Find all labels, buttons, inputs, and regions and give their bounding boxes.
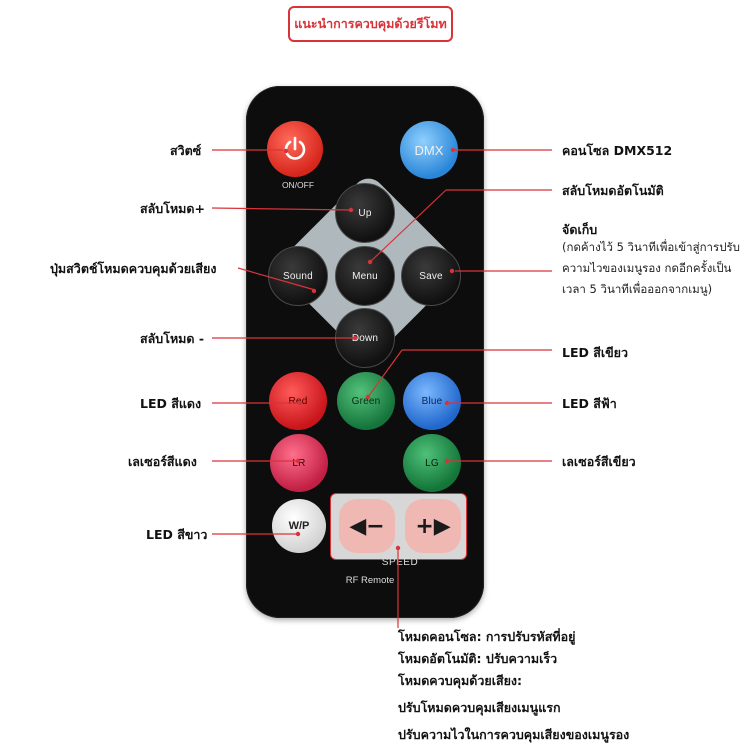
speed-notes: โหมดคอนโซล: การปรับรหัสที่อยู่ โหมดอัตโน… xyxy=(398,628,743,748)
dmx-button-label: DMX xyxy=(414,142,444,158)
label-mode-minus: สลับโหมด - xyxy=(140,331,205,346)
save-button[interactable]: Save xyxy=(401,246,461,306)
dmx-button[interactable]: DMX xyxy=(400,121,458,179)
speed-minus-button[interactable]: ◀− xyxy=(339,499,395,553)
label-save-description: (กดค้างไว้ 5 วินาทีเพื่อเข้าสู่การปรับคว… xyxy=(562,240,740,296)
note-line: โหมดคอนโซล: การปรับรหัสที่อยู่ xyxy=(398,629,576,644)
blue-button-label: Blue xyxy=(421,395,443,407)
laser-green-button-label: LG xyxy=(425,457,439,469)
label-led-white: LED สีขาว xyxy=(146,527,208,542)
up-button-label: Up xyxy=(358,207,372,219)
label-led-red: LED สีแดง xyxy=(140,396,202,411)
note-line: โหมดควบคุมด้วยเสียง: xyxy=(398,673,523,688)
note-line: ปรับความไวในการควบคุมเสียงของเมนูรอง xyxy=(398,727,630,742)
power-caption: ON/OFF xyxy=(281,180,315,190)
sound-button-label: Sound xyxy=(283,270,313,282)
label-switch: สวิตซ์ xyxy=(170,143,202,158)
down-button[interactable]: Down xyxy=(335,308,395,368)
menu-button-label: Menu xyxy=(352,270,378,282)
wp-button-label: W/P xyxy=(288,520,310,532)
page-title: แนะนำการควบคุมด้วยรีโมท xyxy=(288,6,453,42)
sound-button[interactable]: Sound xyxy=(268,246,328,306)
note-line: ปรับโหมดควบคุมเสียงเมนูแรก xyxy=(398,700,561,715)
up-button[interactable]: Up xyxy=(335,183,395,243)
label-laser-red: เลเซอร์สีแดง xyxy=(128,454,197,469)
red-laser-button[interactable]: LR xyxy=(270,434,328,492)
rf-remote-caption: RF Remote xyxy=(345,575,395,586)
menu-button[interactable]: Menu xyxy=(335,246,395,306)
label-mode-plus: สลับโหมด+ xyxy=(140,201,206,216)
power-button[interactable] xyxy=(267,121,323,177)
label-led-blue: LED สีฟ้า xyxy=(562,396,617,411)
save-button-label: Save xyxy=(419,270,443,282)
green-laser-button[interactable]: LG xyxy=(403,434,461,492)
speed-plus-button[interactable]: +▶ xyxy=(405,499,461,553)
speed-plus-label: +▶ xyxy=(415,513,451,539)
label-save-title: จัดเก็บ xyxy=(562,222,598,237)
note-line: โหมดอัตโนมัติ: ปรับความเร็ว xyxy=(398,651,558,666)
label-dmx-console: คอนโซล DMX512 xyxy=(562,143,673,158)
speed-minus-label: ◀− xyxy=(349,513,385,539)
speed-caption: SPEED xyxy=(381,557,419,568)
label-led-green: LED สีเขียว xyxy=(562,345,629,360)
white-led-button[interactable]: W/P xyxy=(272,499,326,553)
label-auto-mode: สลับโหมดอัตโนมัติ xyxy=(562,183,664,198)
power-icon xyxy=(284,136,306,160)
green-led-button[interactable]: Green xyxy=(337,372,395,430)
down-button-label: Down xyxy=(351,332,379,344)
green-button-label: Green xyxy=(351,395,381,407)
blue-led-button[interactable]: Blue xyxy=(403,372,461,430)
label-sound-mode: ปุ่มสวิตช์โหมดควบคุมด้วยเสียง xyxy=(50,261,217,276)
label-laser-green: เลเซอร์สีเขียว xyxy=(562,454,636,469)
red-button-label: Red xyxy=(288,395,308,407)
red-led-button[interactable]: Red xyxy=(269,372,327,430)
laser-red-button-label: LR xyxy=(292,457,306,469)
